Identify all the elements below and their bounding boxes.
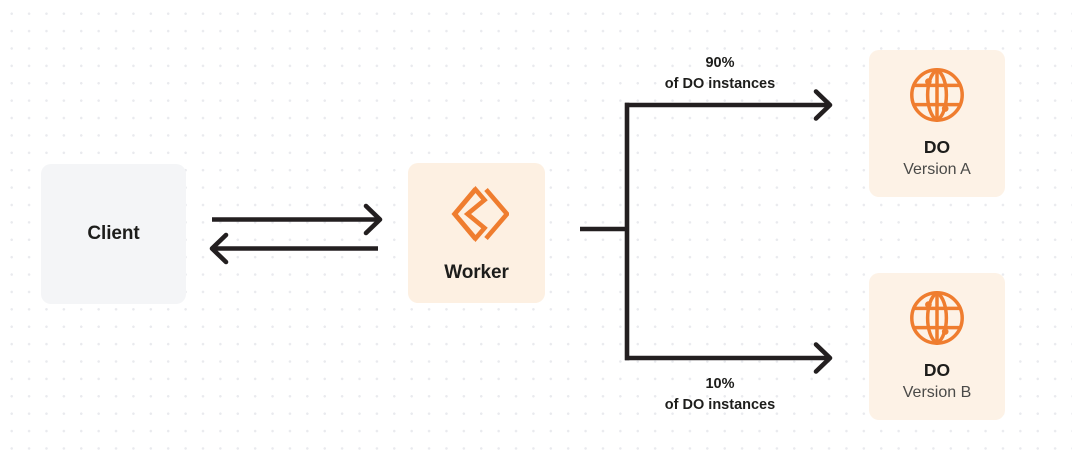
durable-object-b-version: Version B <box>902 384 972 402</box>
worker-to-do-b-arrow <box>625 342 833 374</box>
worker-to-client-arrow <box>209 232 378 265</box>
edge-label-do-b-percent: 10% <box>705 376 735 392</box>
edge-label-do-b-text: of DO instances <box>664 397 776 414</box>
edge-label-do-a: 90% of DO instances <box>600 53 840 95</box>
durable-object-a-label: DO <box>923 137 951 158</box>
edge-label-do-b: 10% of DO instances <box>600 374 840 416</box>
durable-object-b-label: DO <box>923 360 951 381</box>
globe-icon <box>908 66 966 124</box>
worker-node-label: Worker <box>444 262 509 284</box>
worker-to-do-a-arrow <box>625 89 833 121</box>
globe-icon <box>908 289 966 347</box>
client-node-label: Client <box>87 223 140 245</box>
client-node[interactable]: Client <box>41 164 186 304</box>
durable-object-a-version: Version A <box>903 161 971 179</box>
edge-label-do-a-text: of DO instances <box>664 76 776 93</box>
cloudflare-workers-icon <box>445 182 510 246</box>
durable-object-a-node[interactable]: DO Version A <box>869 50 1005 197</box>
worker-node[interactable]: Worker <box>408 163 545 303</box>
edge-label-do-a-percent: 90% <box>705 55 735 71</box>
client-to-worker-arrow <box>212 203 383 236</box>
durable-object-b-node[interactable]: DO Version B <box>869 273 1005 420</box>
